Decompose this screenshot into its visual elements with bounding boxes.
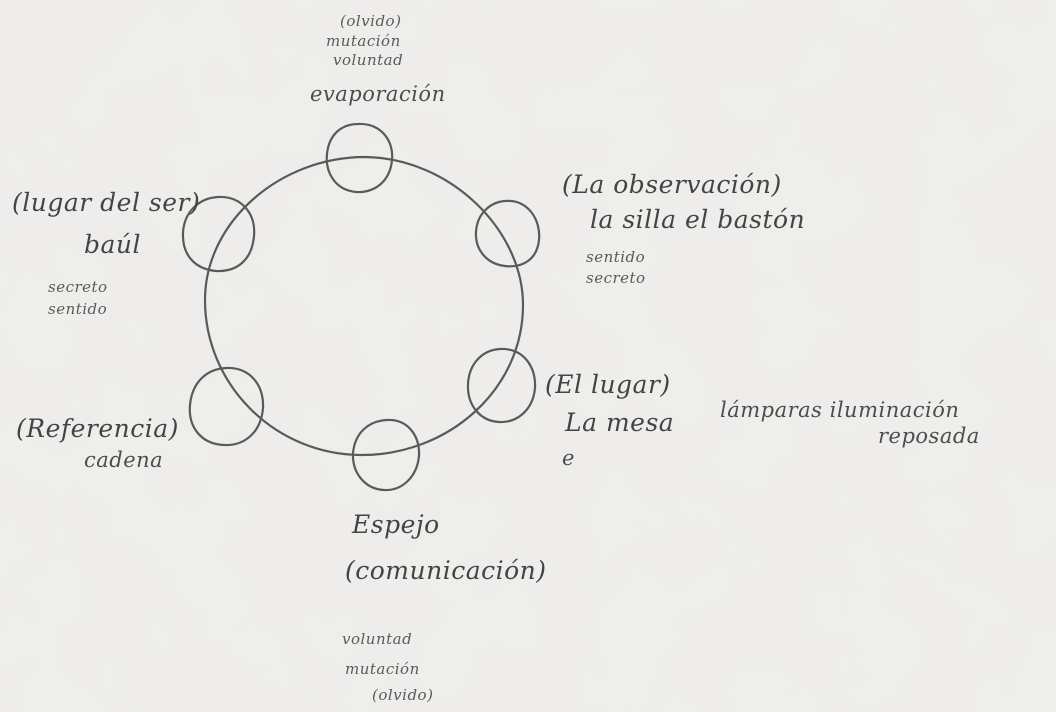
node-bottom [351,418,421,492]
node-upper-left [181,195,256,273]
upper-right-objects: la silla el bastón [590,205,806,234]
bottom-label: Espejo [352,510,440,539]
upper-right-note-secreto: secreto [586,269,646,287]
top-note-olvido: (olvido) [340,12,402,30]
upper-left-label: baúl [84,230,142,259]
top-note-mutacion: mutación [326,32,401,50]
lower-right-note: reposada [878,424,980,448]
upper-left-title: (lugar del ser) [12,188,201,217]
node-upper-right [474,199,541,268]
lower-left-title: (Referencia) [16,414,179,443]
upper-left-note-secreto: secreto [48,278,108,296]
lower-right-extra: e [562,446,575,470]
lower-right-line: La mesa [565,408,675,437]
lower-right-words: lámparas iluminación [720,398,960,422]
bottom-note-mutacion: mutación [345,660,420,678]
node-top [325,122,394,194]
bottom-subtitle: (comunicación) [345,556,547,585]
lower-left-label: cadena [84,448,164,472]
node-lower-left [188,366,265,447]
top-note-voluntad: voluntad [333,51,404,69]
upper-left-note-sentido: sentido [48,300,108,318]
node-lower-right [466,347,537,424]
central-circle [203,155,525,457]
top-label: evaporación [310,82,446,106]
lower-right-title: (El lugar) [545,370,671,399]
upper-right-note-sentido: sentido [586,248,646,266]
bottom-note-olvido: (olvido) [372,686,434,704]
bottom-note-voluntad: voluntad [342,630,413,648]
upper-right-title: (La observación) [562,170,782,199]
